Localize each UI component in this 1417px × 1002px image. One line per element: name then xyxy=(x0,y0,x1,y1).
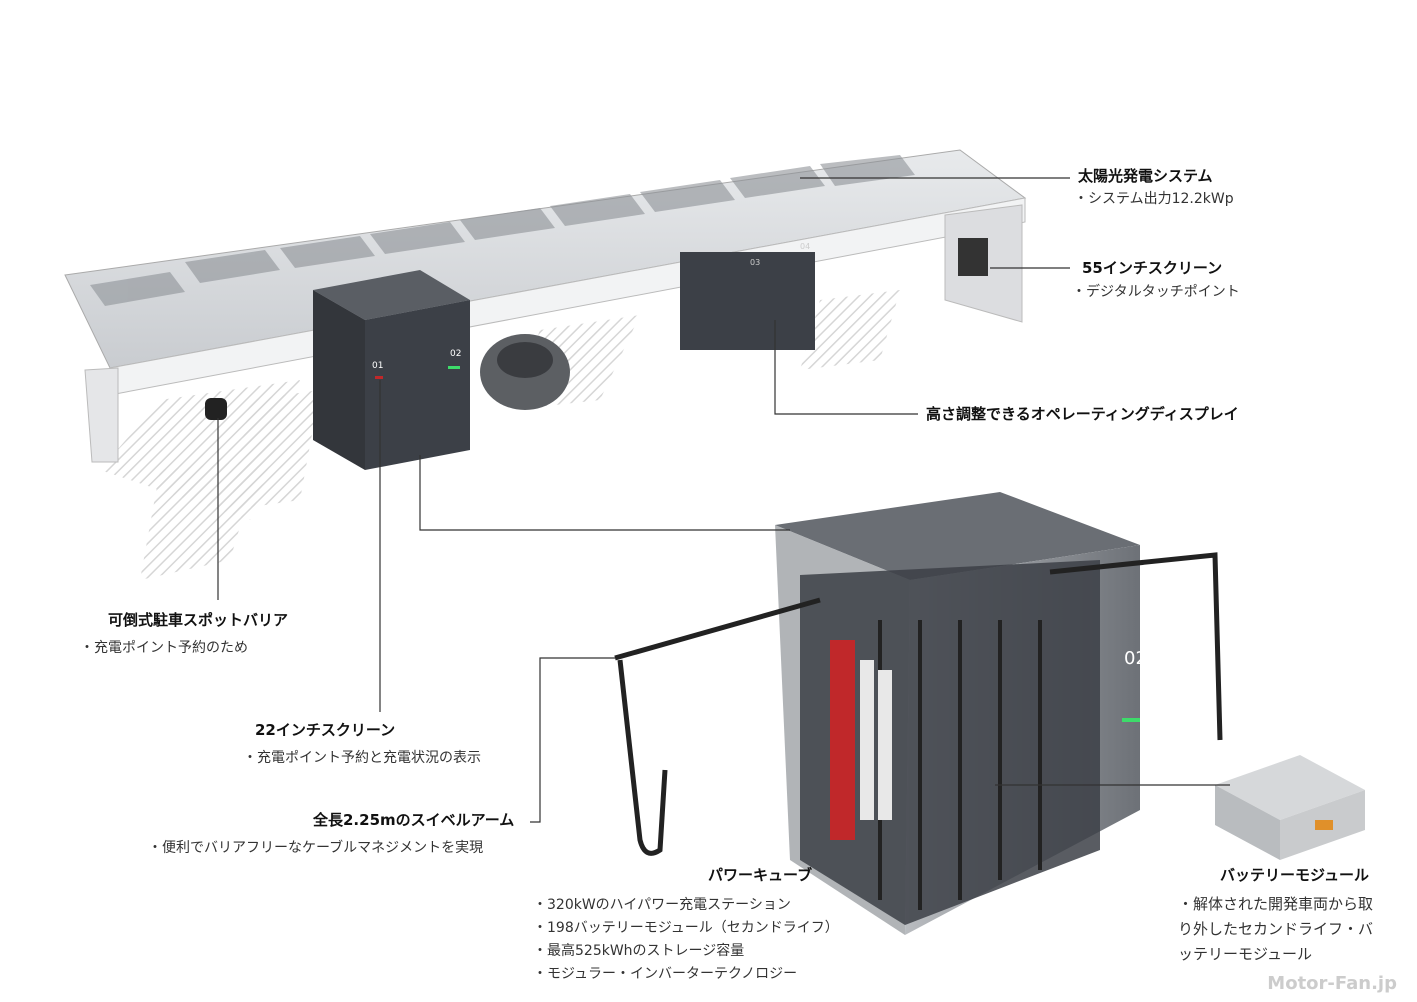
display-title: 高さ調整できるオペレーティングディスプレイ xyxy=(926,405,1239,423)
leader-lines xyxy=(217,177,1230,823)
swivel-arm xyxy=(614,552,1223,856)
cube-label-04: 04 xyxy=(800,242,811,251)
power-cube-large xyxy=(775,492,1140,935)
car xyxy=(480,334,570,410)
screen-55 xyxy=(958,238,988,276)
cube-title: パワーキューブ xyxy=(708,866,813,884)
cube-item: ・198バッテリーモジュール（セカンドライフ） xyxy=(533,920,839,936)
watermark-logo: Motor-Fan.jp xyxy=(1267,973,1397,994)
battery-item: り外したセカンドライフ・バ xyxy=(1178,920,1374,938)
screen22-title: 22インチスクリーン xyxy=(255,721,396,739)
arm-title: 全長2.25mのスイベルアーム xyxy=(313,811,515,829)
barrier-title: 可倒式駐車スポットバリア xyxy=(108,611,289,629)
cube-item: ・最高525kWhのストレージ容量 xyxy=(533,943,745,959)
barrier-item: ・充電ポイント予約のため xyxy=(80,640,248,656)
power-cube-small xyxy=(313,270,470,470)
battery-title: バッテリーモジュール xyxy=(1220,866,1369,884)
battery-item: ・解体された開発車両から取 xyxy=(1178,895,1374,913)
solar-title: 太陽光発電システム xyxy=(1078,167,1213,185)
screen22-item: ・充電ポイント予約と充電状況の表示 xyxy=(243,750,481,766)
cube-item: ・320kWのハイパワー充電ステーション xyxy=(533,897,791,913)
cube-label-03: 03 xyxy=(750,258,761,267)
solar-item: ・システム出力12.2kWp xyxy=(1074,191,1234,207)
screen55-item: ・デジタルタッチポイント xyxy=(1072,284,1240,300)
cube-label-01: 01 xyxy=(372,361,384,371)
battery-module-image xyxy=(1215,755,1365,860)
power-cube-far xyxy=(680,252,815,350)
screen55-title: 55インチスクリーン xyxy=(1082,259,1223,277)
arm-item: ・便利でバリアフリーなケーブルマネジメントを実現 xyxy=(148,840,484,856)
large-cube-label: 02 xyxy=(1124,648,1147,669)
parking-barrier xyxy=(205,398,227,420)
cube-label-02: 02 xyxy=(450,349,462,359)
cube-item: ・モジュラー・インバーターテクノロジー xyxy=(533,966,798,982)
battery-item: ッテリーモジュール xyxy=(1178,945,1312,963)
